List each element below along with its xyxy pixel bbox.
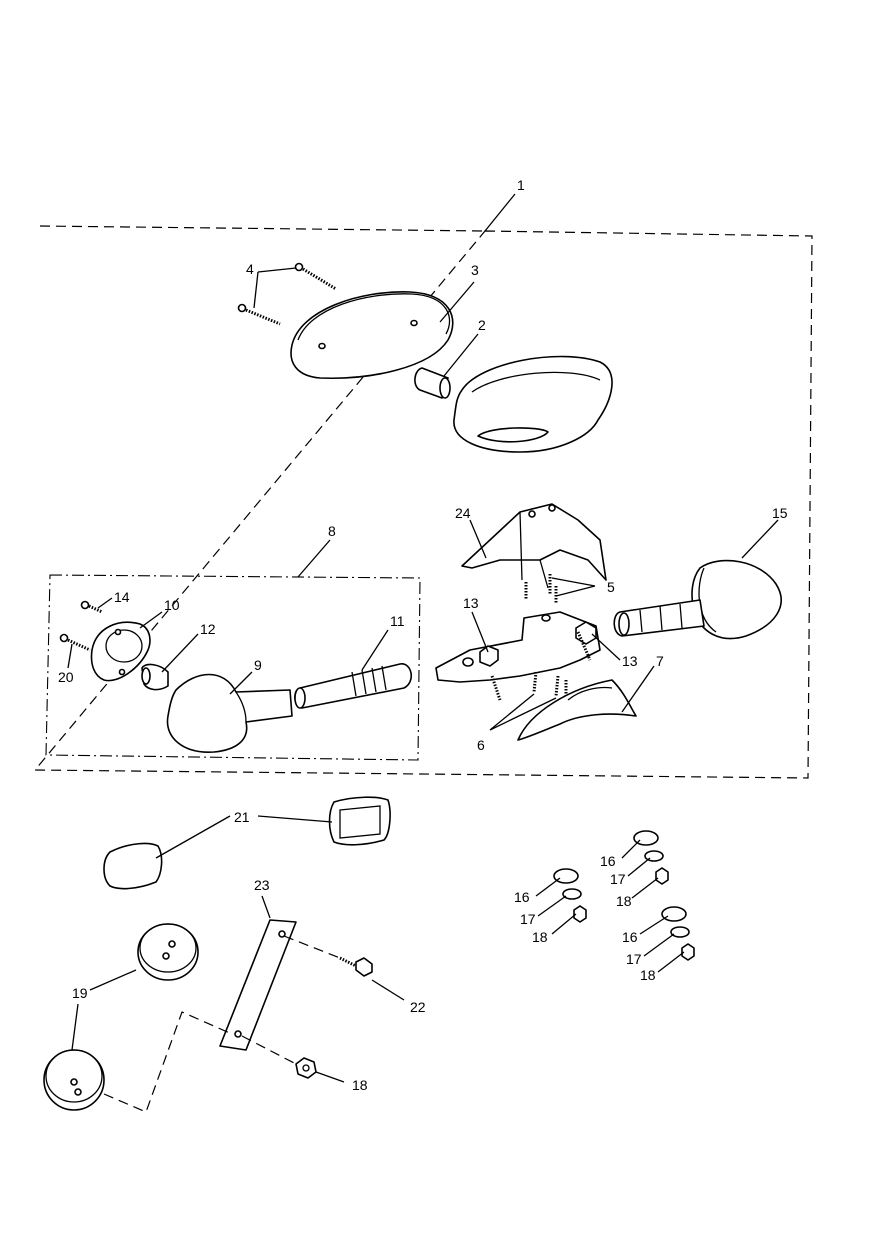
label-18b: 18 [532, 929, 548, 945]
part-20-screw [59, 633, 91, 652]
label-11: 11 [390, 613, 405, 629]
label-17b: 17 [520, 911, 536, 927]
part-15-right-indicator [613, 559, 782, 640]
label-1: 1 [517, 177, 525, 193]
label-18c: 18 [640, 967, 656, 983]
part-23-strap [219, 919, 297, 1051]
label-14: 14 [114, 589, 130, 605]
label-21: 21 [234, 809, 250, 825]
main-mounting-bracket [435, 611, 601, 683]
label-12: 12 [200, 621, 216, 637]
label-17a: 17 [610, 871, 626, 887]
label-10: 10 [164, 597, 180, 613]
part-3-cover-plate [290, 291, 454, 380]
subassembly-boundary-8 [45, 574, 421, 761]
part-16-17-18-set-c [661, 906, 695, 961]
label-16b: 16 [514, 889, 530, 905]
label-18a: 18 [616, 893, 632, 909]
part-12-bulb [141, 663, 169, 691]
leader-lines [67, 193, 779, 1083]
part-7-lower-bracket [517, 679, 637, 741]
label-18d: 18 [352, 1077, 368, 1093]
part-22-bolt [339, 956, 373, 977]
part-19-disc-upper [137, 923, 199, 981]
part-13-nuts [479, 621, 597, 667]
part-5-screws [524, 574, 558, 604]
part-4-screws [237, 262, 337, 326]
label-22: 22 [410, 999, 426, 1015]
label-17c: 17 [626, 951, 642, 967]
connector-dashed-22 [283, 935, 341, 959]
part-9-lens [166, 673, 293, 753]
callout-labels: 1 2 3 4 5 6 7 8 9 10 11 12 13 13 14 15 1… [58, 177, 788, 1093]
part-10-bezel [90, 621, 151, 682]
part-16-17-18-set-a [633, 830, 669, 885]
label-2: 2 [478, 317, 486, 333]
label-15: 15 [772, 505, 788, 521]
assembly-boundary-1 [33, 225, 813, 779]
part-16-17-18-set-b [553, 868, 587, 923]
label-6: 6 [477, 737, 485, 753]
label-24: 24 [455, 505, 471, 521]
label-23: 23 [254, 877, 270, 893]
part-19-disc-lower [43, 1049, 105, 1111]
part-2-bulb [414, 367, 451, 399]
label-13b: 13 [622, 653, 638, 669]
part-18-nut-lower [295, 1057, 317, 1079]
label-3: 3 [471, 262, 479, 278]
label-5: 5 [607, 579, 615, 595]
label-4: 4 [246, 261, 254, 277]
part-24-upper-bracket [461, 503, 607, 589]
label-8: 8 [328, 523, 336, 539]
connector-dashed-19 [103, 1011, 233, 1113]
label-16c: 16 [622, 929, 638, 945]
lamp-housing [453, 355, 613, 453]
connector-dashed-18 [241, 1035, 297, 1065]
label-7: 7 [656, 653, 664, 669]
label-16a: 16 [600, 853, 616, 869]
label-20: 20 [58, 669, 74, 685]
part-11-stem [294, 663, 412, 709]
part-21-pads [103, 796, 391, 890]
label-9: 9 [254, 657, 262, 673]
label-13a: 13 [463, 595, 479, 611]
label-19: 19 [72, 985, 88, 1001]
part-14-screw [80, 600, 103, 614]
